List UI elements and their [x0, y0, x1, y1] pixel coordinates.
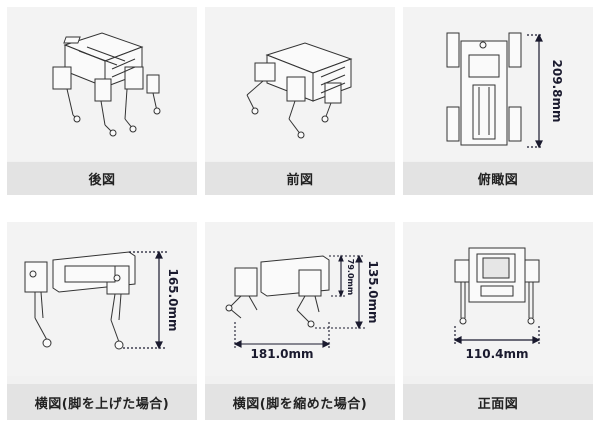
robot-dog-side-raised-illustration: 165.0mm	[24, 250, 180, 350]
view-card-side-raised: 165.0mm 横図(脚を上げた場合)	[7, 222, 197, 420]
robot-dog-front-elevation-illustration: 110.4mm	[453, 247, 541, 361]
view-card-rear: 後図	[7, 7, 197, 195]
side-retracted-drawing: 135.0mm 79.0mm 181.0mm	[205, 222, 395, 376]
side-raised-drawing: 165.0mm	[7, 222, 197, 376]
robot-dog-top-illustration: 209.8mm	[446, 32, 564, 149]
view-card-top: 209.8mm 俯瞰図	[403, 7, 593, 195]
dimension-body-label: 79.0mm	[346, 259, 355, 295]
dimension-label: 209.8mm	[550, 60, 564, 123]
view-caption: 後図	[7, 162, 197, 195]
dimension-height-label: 135.0mm	[366, 261, 380, 324]
view-caption: 俯瞰図	[403, 162, 593, 195]
view-card-front-elevation: 110.4mm 正面図	[403, 222, 593, 420]
robot-dog-rear-illustration	[52, 32, 161, 137]
view-card-side-retracted: 135.0mm 79.0mm 181.0mm 横図(脚を縮めた場合)	[205, 222, 395, 420]
view-caption: 横図(脚を縮めた場合)	[205, 384, 395, 420]
robot-dog-front-illustration	[246, 42, 353, 139]
view-caption: 横図(脚を上げた場合)	[7, 384, 197, 420]
front-elevation-drawing: 110.4mm	[403, 222, 593, 376]
front-view-drawing	[205, 7, 395, 161]
view-caption: 正面図	[403, 384, 593, 420]
top-view-drawing: 209.8mm	[403, 7, 593, 161]
dimension-label: 165.0mm	[166, 269, 180, 332]
dimension-length-label: 181.0mm	[251, 347, 314, 361]
view-card-front: 前図	[205, 7, 395, 195]
dimension-label: 110.4mm	[466, 347, 529, 361]
view-caption: 前図	[205, 162, 395, 195]
rear-view-drawing	[7, 7, 197, 161]
robot-dog-side-retracted-illustration: 135.0mm 79.0mm 181.0mm	[225, 254, 380, 361]
